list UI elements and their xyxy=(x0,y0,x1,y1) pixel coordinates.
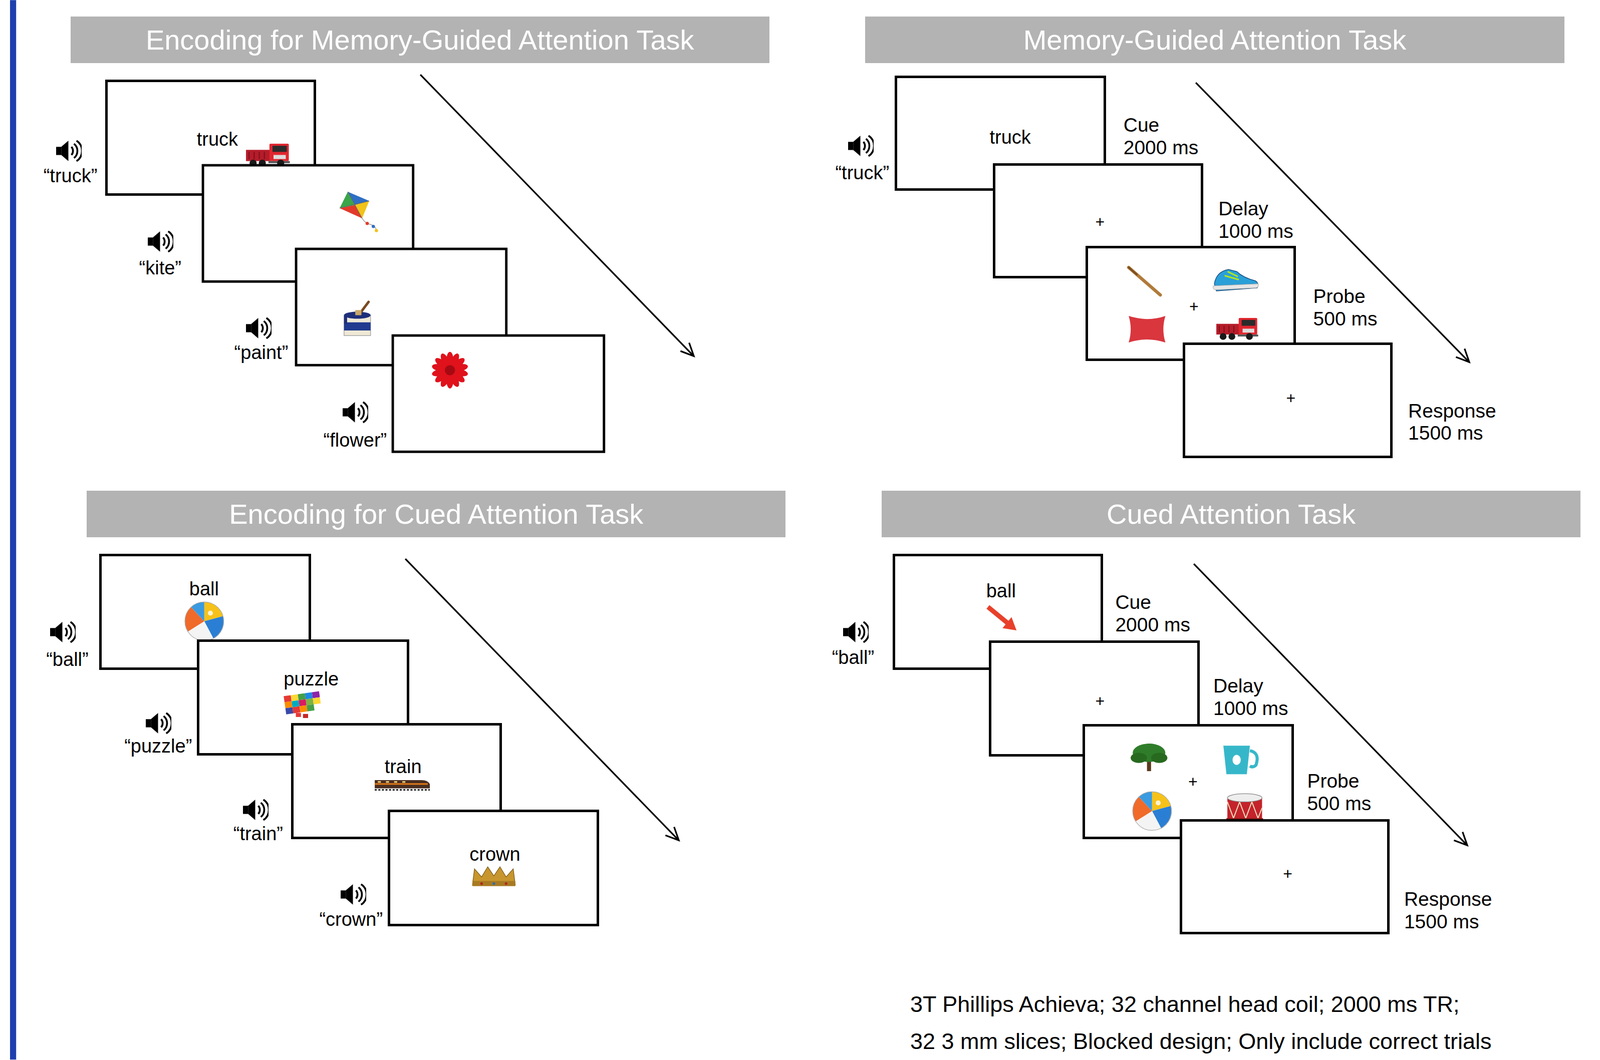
screen-frame: crown xyxy=(387,810,600,927)
text-holder: puzzle xyxy=(283,669,339,691)
text-holder: “ball” xyxy=(46,649,89,671)
text-holder: + xyxy=(1282,865,1293,884)
speaker-icon xyxy=(244,316,272,341)
task-header-band: Cued Attention Task xyxy=(881,490,1581,539)
speaker-icon xyxy=(847,133,874,159)
text-holder: Probe 500 ms xyxy=(1313,285,1394,331)
timing-label: Cue 2000 ms xyxy=(1115,591,1191,636)
panel-title: Memory-Guided Attention Task xyxy=(1023,24,1407,56)
timing-label: Delay 1000 ms xyxy=(1218,197,1294,242)
timing-label: Response 1500 ms xyxy=(1408,400,1497,445)
time-arrow xyxy=(416,71,698,361)
screen-word: + xyxy=(1189,298,1199,317)
text-holder: Cue 2000 ms xyxy=(1115,591,1196,637)
text-holder: truck xyxy=(989,127,1031,149)
screen-word: train xyxy=(384,756,422,778)
text-holder: Delay 1000 ms xyxy=(1218,197,1299,243)
text-holder: “truck” xyxy=(835,162,890,184)
audio-word-label: “train” xyxy=(233,823,284,845)
text-holder: Probe 500 ms xyxy=(1306,770,1388,816)
screen-word: truck xyxy=(989,126,1031,148)
task-header-band: Encoding for Memory-Guided Attention Tas… xyxy=(70,16,770,64)
flower-screen xyxy=(390,333,607,455)
audio-word-label: “crown” xyxy=(319,909,383,931)
speaker-icon xyxy=(339,882,367,908)
text-holder: “crown” xyxy=(319,909,383,931)
text-holder: Delay 1000 ms xyxy=(1213,675,1294,721)
screen-word: + xyxy=(1285,389,1296,408)
screen-word: + xyxy=(1095,212,1106,231)
screen-word: crown xyxy=(469,844,520,866)
audio-word-label: “puzzle” xyxy=(124,735,192,757)
screen-frame: truck xyxy=(105,79,317,196)
task-header-band: Memory-Guided Attention Task xyxy=(865,16,1564,64)
text-holder: Encoding for Cued Attention Task xyxy=(86,490,786,539)
text-holder: truck xyxy=(196,129,238,151)
text-holder: train xyxy=(384,756,422,778)
text-holder: + xyxy=(1095,213,1106,231)
text-holder: Cue 2000 ms xyxy=(1123,114,1204,160)
audio-word-label: “truck” xyxy=(835,162,890,184)
text-holder: + xyxy=(1189,298,1199,317)
text-holder: Memory-Guided Attention Task xyxy=(865,16,1564,64)
text-holder: “ball” xyxy=(832,647,875,669)
task-header-band: Encoding for Cued Attention Task xyxy=(86,490,786,539)
panel-title: Cued Attention Task xyxy=(1106,498,1356,530)
text-holder: ball xyxy=(986,581,1016,603)
speaker-icon xyxy=(144,711,172,736)
timing-label: Probe 500 ms xyxy=(1306,770,1372,815)
text-holder: “paint” xyxy=(234,342,289,364)
audio-word-label: “truck” xyxy=(43,165,98,187)
text-holder: “train” xyxy=(233,824,284,846)
text-holder: “puzzle” xyxy=(124,736,192,758)
panel-title: Encoding for Cued Attention Task xyxy=(228,498,644,530)
scan-parameters-note: 32 3 mm slices; Blocked design; Only inc… xyxy=(910,1028,1492,1055)
text-holder: + xyxy=(1095,693,1106,711)
text-holder: “flower” xyxy=(323,430,388,452)
screen-frame: + xyxy=(1182,342,1394,458)
screen-frame: + xyxy=(1179,819,1391,935)
text-holder: 3T Phillips Achieva; 32 channel head coi… xyxy=(910,992,1460,1018)
screen-word: + xyxy=(1282,865,1293,884)
timing-label: Delay 1000 ms xyxy=(1213,675,1289,720)
blue-side-bar xyxy=(10,0,17,1060)
scan-parameters-note: 3T Phillips Achieva; 32 channel head coi… xyxy=(910,992,1460,1018)
paint-screen xyxy=(294,246,509,368)
speaker-icon xyxy=(146,229,174,254)
screen-word: ball xyxy=(189,578,219,600)
text-holder: + xyxy=(1285,390,1296,408)
timing-label: Cue 2000 ms xyxy=(1123,114,1199,159)
panel-title: Encoding for Memory-Guided Attention Tas… xyxy=(145,24,695,56)
screen-word: puzzle xyxy=(283,668,339,690)
screen-word: + xyxy=(1095,692,1106,711)
speaker-icon xyxy=(341,400,369,425)
text-holder: “truck” xyxy=(43,165,98,187)
text-holder: Cued Attention Task xyxy=(881,490,1581,539)
text-holder: Response 1500 ms xyxy=(1404,888,1502,934)
text-holder: “kite” xyxy=(139,257,182,280)
speaker-icon xyxy=(55,138,82,164)
screen-word: + xyxy=(1188,773,1198,792)
audio-word-label: “ball” xyxy=(832,647,875,669)
speaker-icon xyxy=(49,620,76,645)
screen-word: truck xyxy=(196,128,238,150)
timing-label: Probe 500 ms xyxy=(1313,285,1378,330)
speaker-icon xyxy=(842,620,869,645)
text-holder: + xyxy=(1188,773,1198,792)
audio-word-label: “ball” xyxy=(46,649,89,671)
audio-word-label: “flower” xyxy=(323,429,388,451)
speaker-icon xyxy=(241,797,269,823)
screen-word: ball xyxy=(986,581,1016,603)
timing-label: Response 1500 ms xyxy=(1404,888,1493,933)
audio-word-label: “paint” xyxy=(234,342,289,364)
text-holder: crown xyxy=(469,844,520,866)
text-holder: ball xyxy=(189,579,219,601)
text-holder: Encoding for Memory-Guided Attention Tas… xyxy=(70,16,770,64)
text-holder: Response 1500 ms xyxy=(1408,400,1506,446)
text-holder: 32 3 mm slices; Blocked design; Only inc… xyxy=(910,1029,1492,1055)
audio-word-label: “kite” xyxy=(139,257,182,279)
